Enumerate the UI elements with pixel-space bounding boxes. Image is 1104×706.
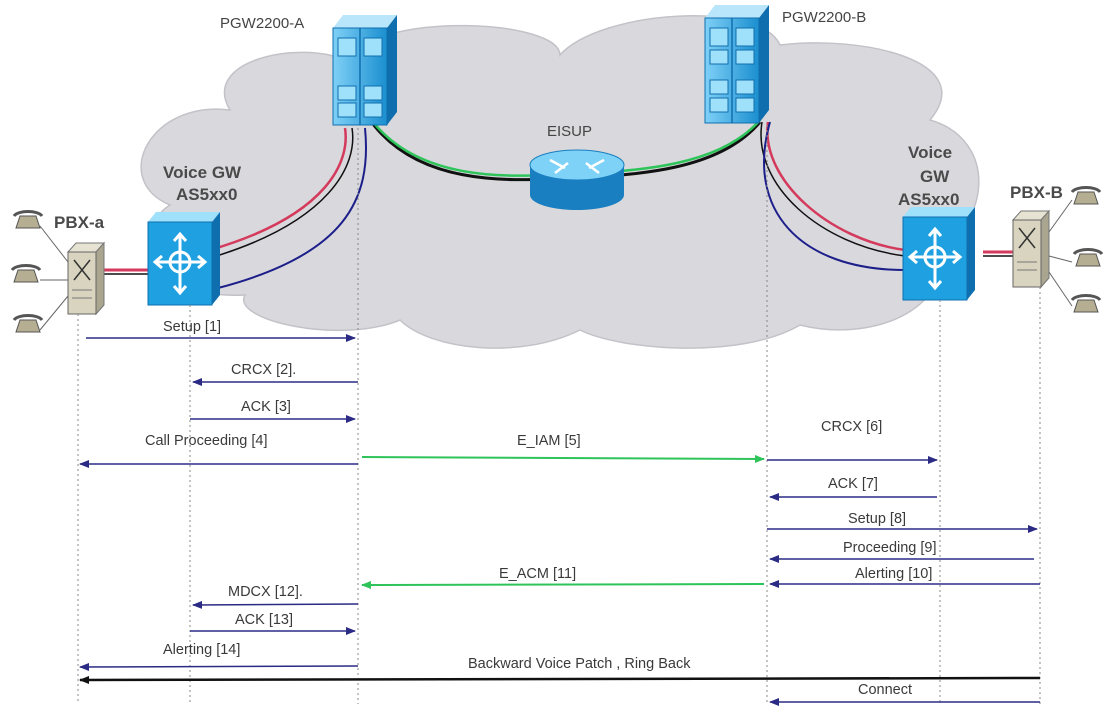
msg-label-4: Call Proceeding [4] bbox=[145, 433, 268, 449]
phone-icon bbox=[12, 210, 44, 229]
voice-gw-right-label-3: AS5xx0 bbox=[898, 190, 959, 209]
msg-label-11: E_ACM [11] bbox=[499, 566, 576, 582]
msg-label-5: E_IAM [5] bbox=[517, 433, 581, 449]
pbx-b-icon bbox=[1011, 209, 1051, 289]
phone-icon bbox=[1072, 248, 1104, 267]
msg-label-2: CRCX [2]. bbox=[231, 362, 296, 378]
msg-label-7: ACK [7] bbox=[828, 476, 878, 492]
eisup-router-icon bbox=[529, 149, 625, 210]
pgw-a-label: PGW2200-A bbox=[220, 15, 304, 32]
pbx-b-label: PBX-B bbox=[1010, 183, 1063, 202]
lifelines bbox=[77, 125, 1041, 704]
voice-gw-left-label-1: Voice GW bbox=[163, 163, 242, 182]
message-labels: Setup [1] CRCX [2]. ACK [3] Call Proceed… bbox=[145, 319, 937, 698]
pgw-b-label: PGW2200-B bbox=[782, 9, 866, 26]
voice-gw-right-label-2: GW bbox=[920, 167, 950, 186]
message-arrows bbox=[79, 334, 1041, 706]
links-left bbox=[100, 127, 367, 289]
msg-arrow-11 bbox=[361, 580, 765, 589]
voice-gw-right-label-1: Voice bbox=[908, 143, 952, 162]
msg-arrow-5 bbox=[361, 454, 765, 463]
phones-left bbox=[10, 210, 69, 333]
phones-right bbox=[1048, 186, 1104, 313]
eisup-label: EISUP bbox=[547, 123, 592, 140]
phone-icon bbox=[10, 264, 42, 283]
pbx-a-icon bbox=[66, 241, 106, 316]
msg-label-15: Backward Voice Patch , Ring Back bbox=[468, 656, 691, 672]
msg-label-1: Setup [1] bbox=[163, 319, 221, 335]
msg-arrow-12 bbox=[192, 600, 359, 609]
msg-label-9: Proceeding [9] bbox=[843, 540, 937, 556]
msg-label-14: Alerting [14] bbox=[163, 642, 240, 658]
voice-gw-right-switch-icon bbox=[902, 207, 975, 301]
voice-gw-left-switch-icon bbox=[147, 212, 220, 306]
phone-icon bbox=[1070, 294, 1102, 313]
msg-arrow-14 bbox=[79, 662, 359, 671]
msg-label-12: MDCX [12]. bbox=[228, 584, 303, 600]
msg-label-8: Setup [8] bbox=[848, 511, 906, 527]
msg-arrow-15 bbox=[79, 675, 1041, 684]
links-right bbox=[760, 121, 1015, 271]
phone-icon bbox=[12, 314, 44, 333]
msg-label-16: Connect bbox=[858, 682, 912, 698]
msg-label-3: ACK [3] bbox=[241, 399, 291, 415]
voice-gw-left-label-2: AS5xx0 bbox=[176, 185, 237, 204]
msg-label-6: CRCX [6] bbox=[821, 419, 882, 435]
pbx-a-label: PBX-a bbox=[54, 213, 105, 232]
msg-label-13: ACK [13] bbox=[235, 612, 293, 628]
phone-icon bbox=[1070, 186, 1102, 205]
msg-label-10: Alerting [10] bbox=[855, 566, 932, 582]
pgw-b-server-icon bbox=[704, 5, 769, 124]
pgw-a-server-icon bbox=[332, 15, 397, 126]
